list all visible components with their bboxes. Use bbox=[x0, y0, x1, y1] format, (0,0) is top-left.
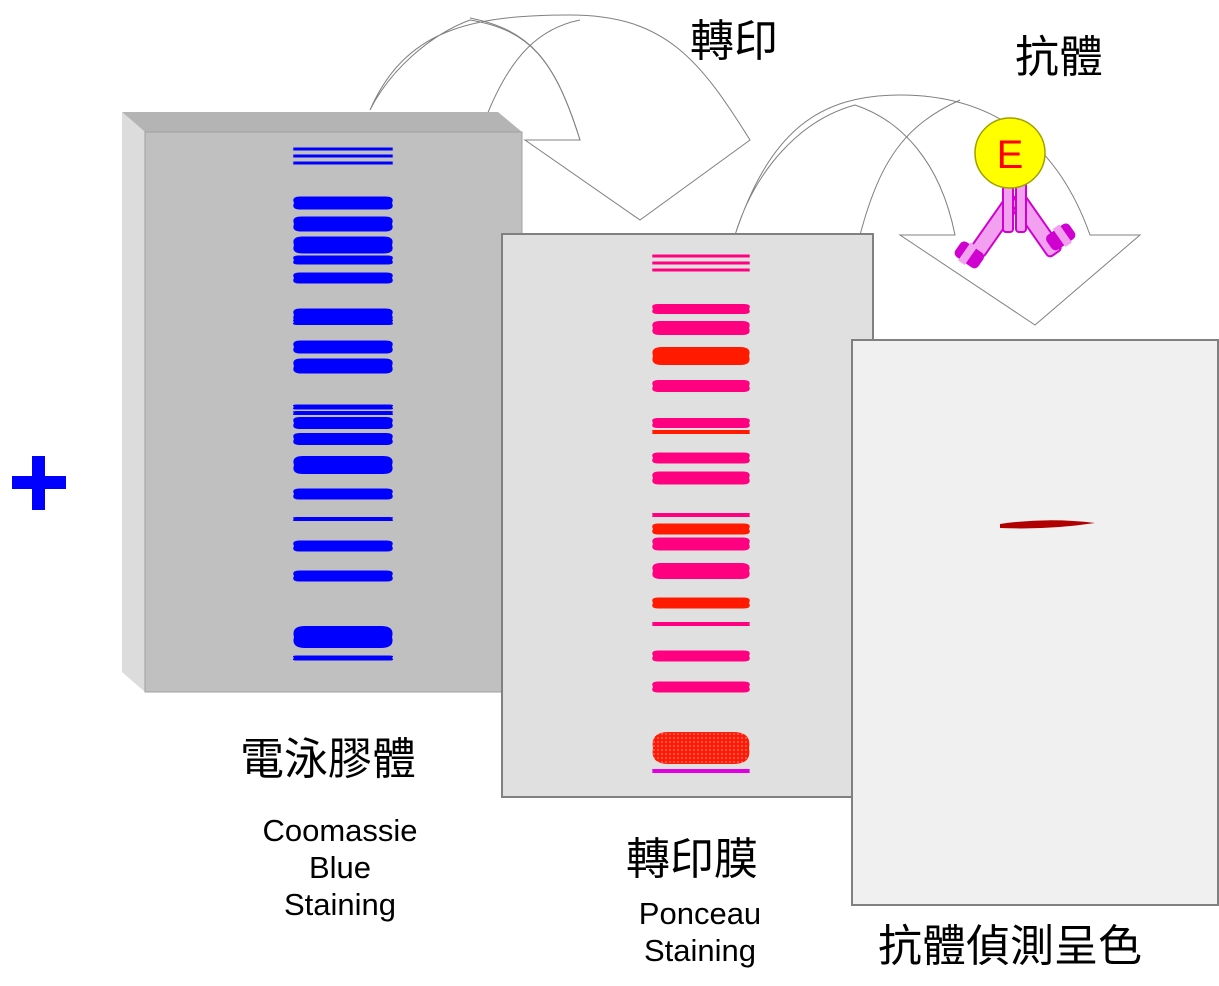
gel-band bbox=[293, 570, 393, 582]
gel-subtitle-line: Coomassie bbox=[262, 813, 418, 848]
gel-band bbox=[292, 517, 394, 521]
membrane-band bbox=[652, 321, 750, 335]
gel-band bbox=[293, 358, 393, 374]
membrane-band bbox=[651, 430, 751, 434]
membrane-band bbox=[652, 347, 750, 365]
gel-band bbox=[293, 488, 393, 500]
membrane-band bbox=[651, 513, 751, 517]
enzyme-letter: E bbox=[997, 133, 1024, 177]
gel-title: 電泳膠體 bbox=[240, 734, 416, 785]
membrane-band bbox=[652, 537, 750, 551]
membrane-band bbox=[651, 769, 751, 773]
membrane-band bbox=[651, 254, 751, 258]
gel-band bbox=[293, 308, 393, 322]
plus-icon bbox=[12, 456, 66, 510]
gel-band bbox=[293, 236, 393, 254]
gel-band bbox=[293, 433, 393, 445]
gel-band bbox=[293, 319, 393, 325]
gel-band bbox=[293, 216, 393, 232]
membrane-subtitle-line: Ponceau bbox=[638, 896, 762, 931]
detected-band bbox=[1000, 520, 1095, 529]
gel-slab bbox=[122, 112, 523, 693]
membrane-band bbox=[652, 681, 750, 693]
membrane-band bbox=[651, 261, 751, 265]
enzyme-icon bbox=[974, 117, 1046, 189]
gel-subtitle-line: Blue bbox=[308, 850, 372, 885]
gel-band bbox=[293, 540, 393, 552]
gel-band bbox=[292, 147, 394, 151]
gel-band bbox=[292, 404, 394, 410]
membrane-band bbox=[652, 418, 750, 428]
membrane-band bbox=[652, 452, 750, 464]
gel-band bbox=[293, 196, 393, 210]
detection-panel bbox=[851, 339, 1219, 906]
gel-band-lane bbox=[292, 147, 394, 661]
gel-band bbox=[293, 272, 393, 284]
gel-band bbox=[292, 154, 394, 158]
membrane-band bbox=[651, 622, 751, 626]
membrane-band bbox=[652, 380, 750, 392]
gel-subtitle-line: Staining bbox=[283, 887, 397, 922]
membrane-subtitle: Ponceau Staining bbox=[600, 895, 800, 969]
membrane-band bbox=[652, 732, 750, 764]
membrane-band bbox=[652, 597, 750, 609]
gel-band bbox=[292, 411, 394, 415]
membrane-band-lane bbox=[651, 254, 751, 773]
membrane-panel bbox=[501, 233, 874, 798]
gel-band bbox=[293, 340, 393, 354]
gel-band bbox=[292, 655, 394, 661]
transfer-arrow-icon bbox=[369, 14, 751, 221]
gel-subtitle: Coomassie Blue Staining bbox=[220, 812, 460, 923]
membrane-band bbox=[652, 563, 750, 579]
detection-title: 抗體偵測呈色 bbox=[878, 921, 1142, 972]
membrane-band bbox=[652, 650, 750, 662]
membrane-band bbox=[652, 304, 750, 314]
gel-band bbox=[293, 417, 393, 429]
gel-band bbox=[293, 255, 393, 265]
gel-band bbox=[293, 626, 393, 648]
membrane-band bbox=[652, 523, 750, 535]
membrane-title: 轉印膜 bbox=[626, 834, 758, 885]
transfer-label: 轉印 bbox=[690, 16, 778, 67]
membrane-band bbox=[652, 471, 750, 485]
membrane-subtitle-line: Staining bbox=[643, 933, 757, 968]
gel-band bbox=[293, 456, 393, 474]
membrane-band bbox=[651, 268, 751, 272]
antibody-label: 抗體 bbox=[1015, 32, 1103, 83]
antibody-icon: E bbox=[954, 117, 1076, 269]
gel-band bbox=[292, 161, 394, 165]
